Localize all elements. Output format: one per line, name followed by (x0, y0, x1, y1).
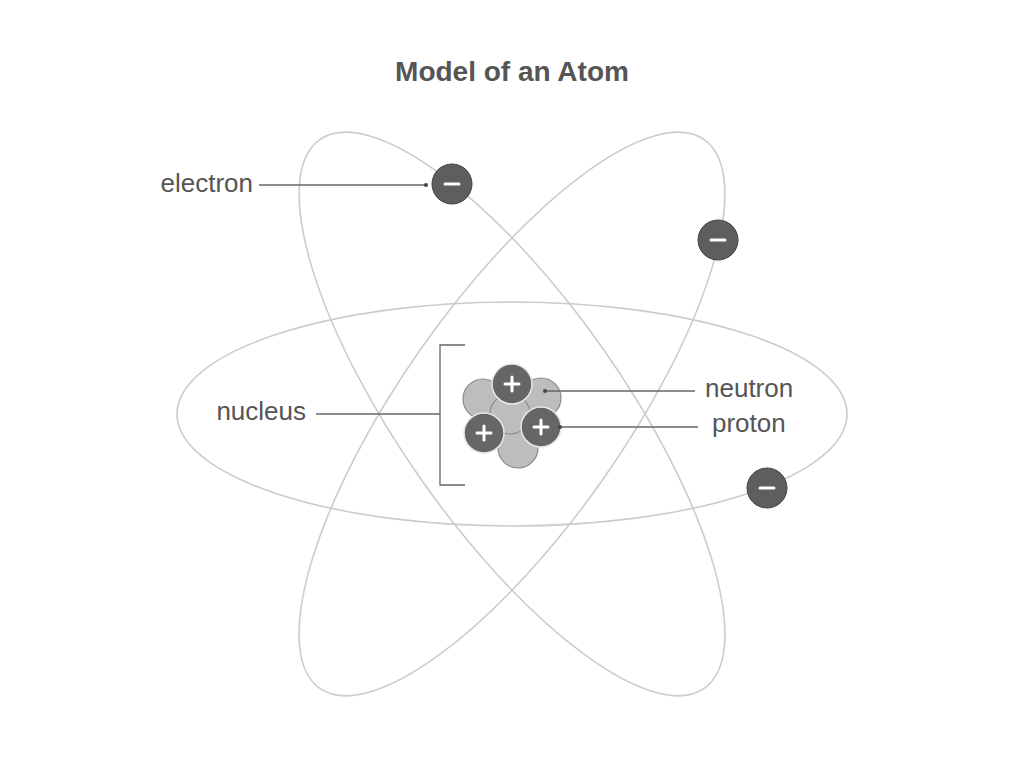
electron-particle (432, 164, 472, 204)
orbit (177, 302, 847, 526)
leader-line (259, 184, 426, 185)
proton-particle (521, 407, 561, 447)
leader-dot (558, 425, 562, 429)
proton-particle (464, 413, 504, 453)
leader-line (545, 390, 695, 391)
plus-signs (477, 377, 548, 440)
leader-dot (543, 389, 547, 393)
orbits (177, 75, 847, 752)
nucleus-bracket (440, 345, 465, 485)
leader-dots (424, 183, 562, 429)
plus-sign (505, 377, 519, 391)
plus-sign (534, 420, 548, 434)
electron-particle (698, 220, 738, 260)
leader-line (560, 426, 698, 427)
leader-line (316, 413, 440, 414)
minus-signs (445, 184, 774, 488)
orbit (228, 75, 796, 752)
proton-particle (492, 364, 532, 404)
diagram-title: Model of an Atom (0, 56, 1024, 88)
part-label: nucleus (216, 397, 306, 427)
minus-sign (445, 183, 459, 186)
minus-sign (711, 239, 725, 242)
electrons (432, 164, 787, 508)
leader-dot (424, 183, 428, 187)
part-label: neutron (705, 374, 793, 404)
orbit (228, 75, 796, 752)
part-label: proton (712, 409, 786, 439)
leader-lines (259, 185, 698, 485)
plus-sign (477, 426, 491, 440)
electron-particle (747, 468, 787, 508)
part-label: electron (161, 169, 254, 199)
minus-sign (760, 487, 774, 490)
nucleus-particles (463, 364, 561, 468)
